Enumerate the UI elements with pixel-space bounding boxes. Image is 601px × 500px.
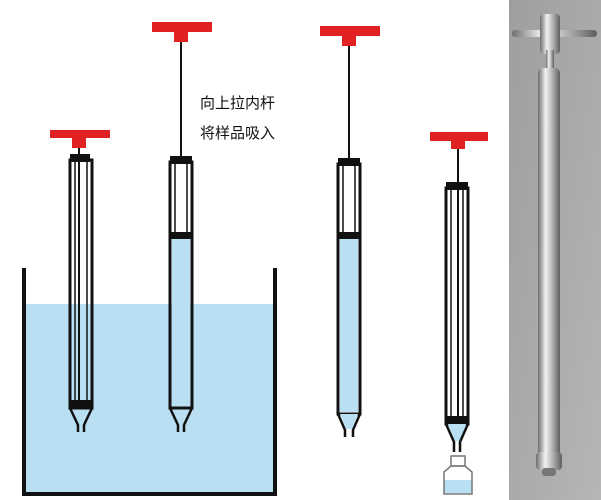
tube-cap: [70, 154, 90, 162]
tube-tip: [444, 423, 470, 452]
container-liquid: [24, 304, 275, 492]
container-outline: [22, 268, 277, 496]
sampler-tube-icon: [320, 26, 380, 437]
tube-tip: [68, 407, 94, 432]
annotation-line-1: 向上拉内杆: [200, 94, 276, 112]
handle-stem: [342, 36, 356, 46]
photo-tbar-hub: [540, 14, 560, 54]
tube-cap: [170, 156, 192, 164]
plunger: [170, 232, 192, 239]
photo-rod: [546, 50, 554, 70]
tube-outer: [168, 160, 194, 410]
handle-bar: [152, 22, 212, 32]
sampler-photo-icon: [509, 0, 601, 500]
photo-tip: [542, 468, 556, 476]
tube-liquid: [340, 238, 358, 412]
tube-cap: [338, 158, 360, 166]
bottle-body: [443, 465, 473, 495]
handle-stem: [174, 32, 188, 42]
handle-bar: [430, 132, 488, 141]
plunger: [338, 232, 360, 239]
handle-bar: [50, 130, 110, 138]
sampler-tube-icon: [152, 22, 212, 432]
handle-stem: [451, 141, 465, 149]
annotation-line-2: 将样品吸入: [200, 124, 276, 142]
photo-collar: [536, 452, 562, 470]
tip-liquid: [340, 414, 358, 429]
photo-tube: [538, 68, 560, 460]
tube-tip: [336, 413, 362, 437]
bottle-neck: [450, 455, 466, 467]
plunger: [70, 400, 92, 408]
tube-cap: [446, 182, 468, 190]
sampler-tube-icon: [50, 130, 110, 432]
tube-tip: [168, 407, 194, 432]
handle-bar: [320, 26, 380, 36]
container-icon: [22, 268, 277, 496]
handle-stem: [72, 138, 86, 148]
tube-liquid: [172, 238, 190, 406]
plunger: [446, 416, 468, 424]
sample-bottle-icon: [443, 455, 473, 495]
sampler-tube-icon: [430, 132, 488, 452]
bottle-liquid: [444, 480, 472, 493]
